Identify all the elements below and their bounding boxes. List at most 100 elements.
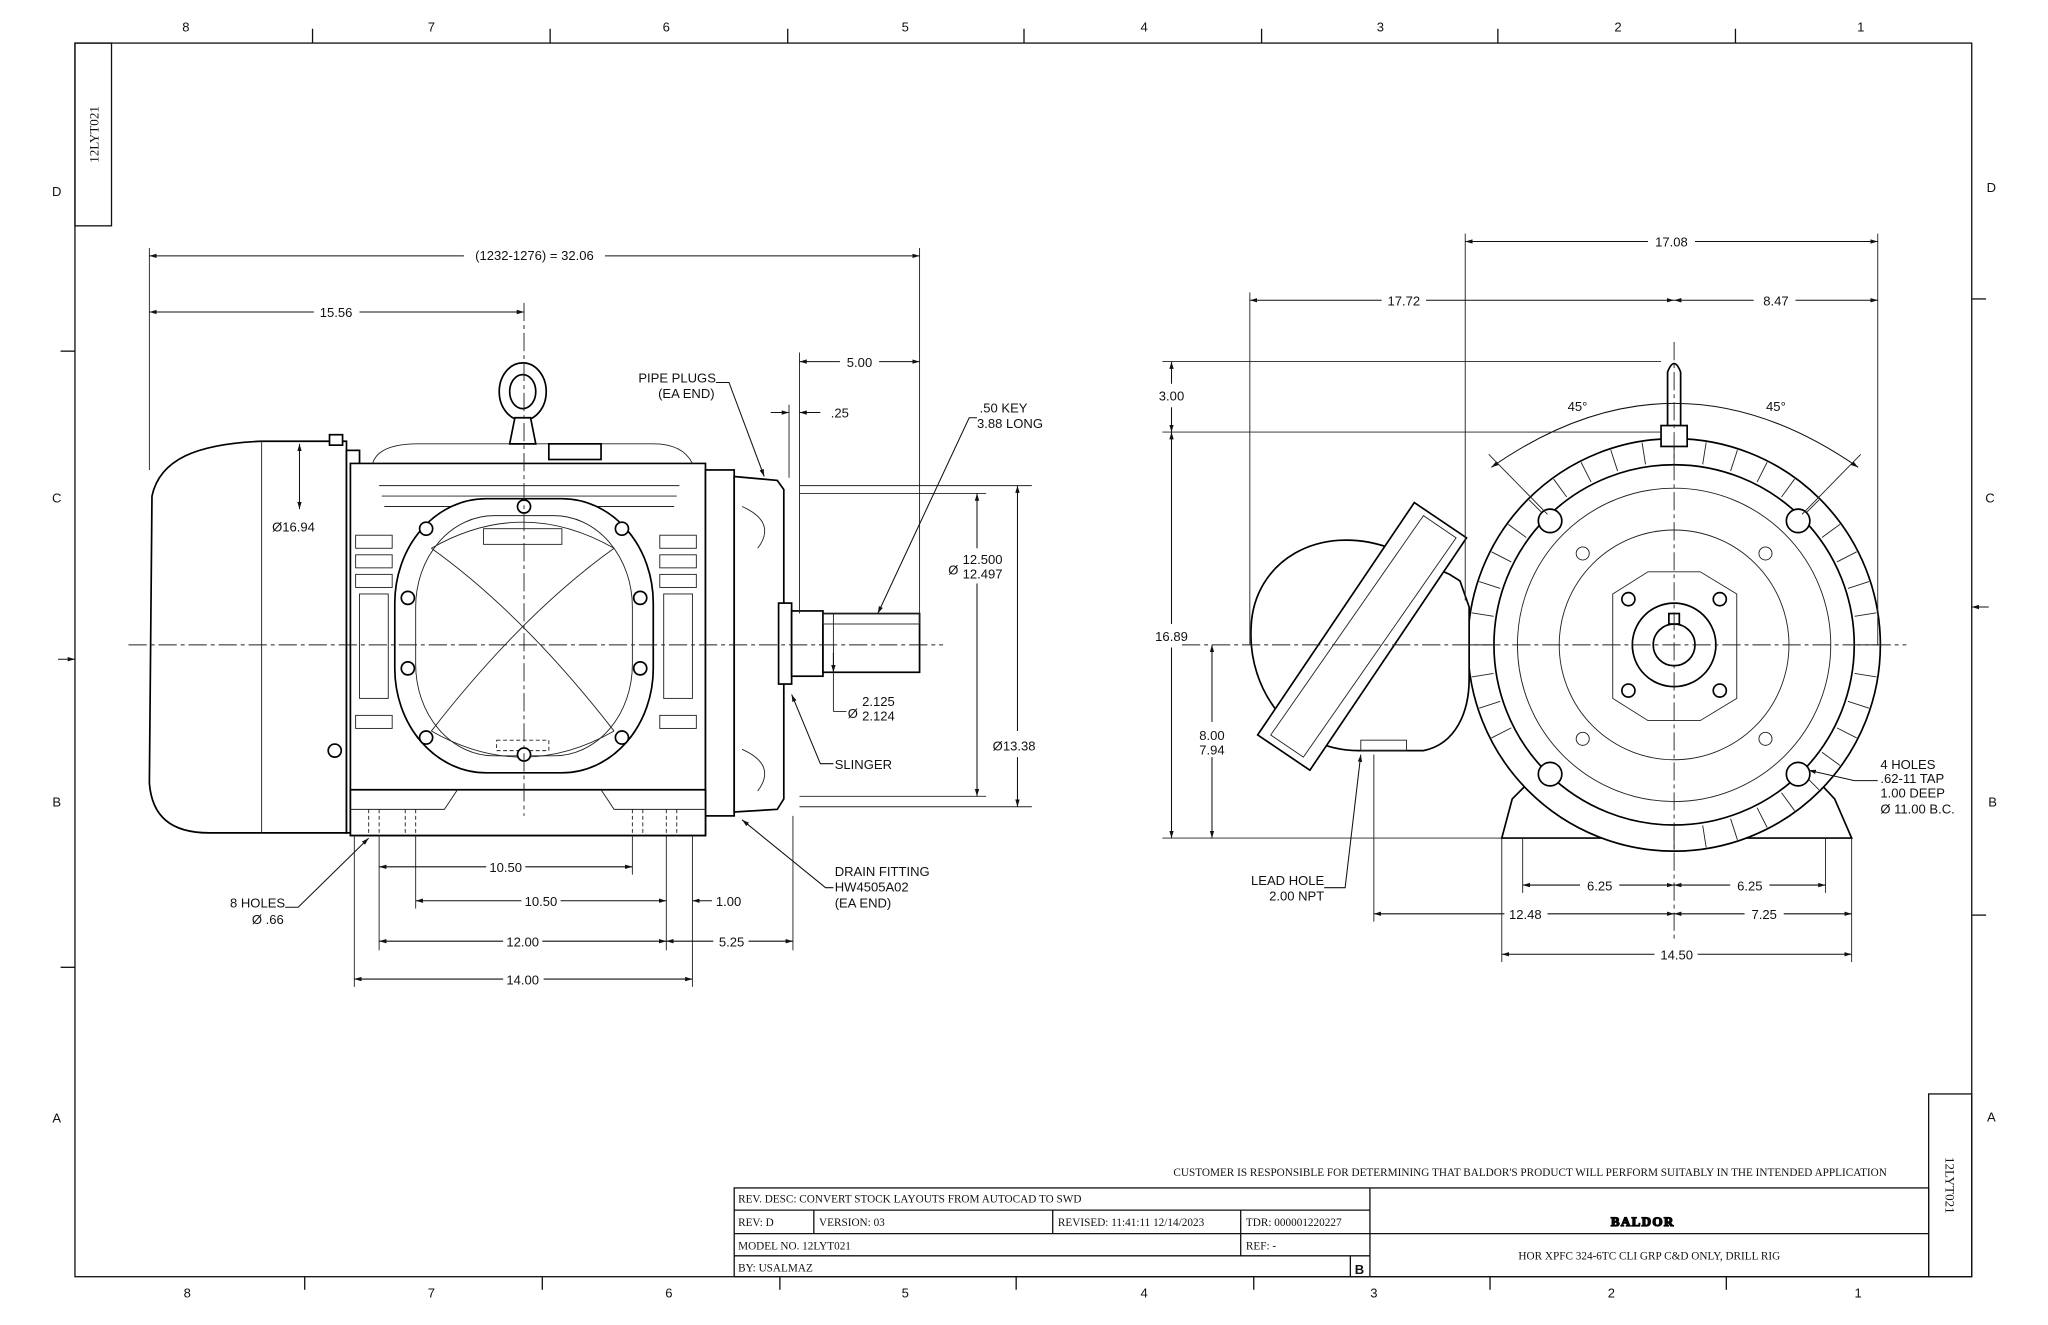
zone-col: 2: [1614, 19, 1621, 34]
drawing-id-bottom: 12LYT021: [1943, 1157, 1958, 1214]
note-foot-holes-dia: Ø .66: [252, 912, 284, 927]
zone-col: 5: [902, 1286, 909, 1301]
drawing-id-top: 12LYT021: [86, 106, 101, 163]
zone-col: 8: [184, 1286, 191, 1301]
revised-date: REVISED: 11:41:11 12/14/2023: [1058, 1217, 1205, 1229]
dim-right-width: 8.47: [1763, 293, 1788, 308]
cooling-fin: [1730, 449, 1738, 472]
cooling-fin: [1471, 612, 1494, 617]
dim-total-height: 16.89: [1155, 629, 1188, 644]
dim-overall-width: 17.08: [1655, 235, 1688, 250]
dim-foot-half-left: 6.25: [1587, 878, 1612, 893]
cooling-fin: [1836, 551, 1857, 563]
note-bolt-circle: Ø 11.00 B.C.: [1880, 801, 1954, 816]
tdr-number: TDR: 000001220227: [1246, 1217, 1342, 1229]
note-key-length: 3.88 LONG: [977, 416, 1043, 431]
note-tap-depth: 1.00 DEEP: [1880, 786, 1945, 801]
sheet-size: B: [1355, 1262, 1364, 1277]
dim-shaft-dia-lower: 2.124: [862, 709, 895, 724]
dim-foot-b: 10.50: [525, 894, 558, 909]
dim-fan-cover-dia: Ø16.94: [272, 519, 315, 534]
zone-row: A: [52, 1111, 61, 1126]
dim-foot-c: 1.00: [716, 894, 741, 909]
dim-angle-left: 45°: [1568, 399, 1588, 414]
model-number: MODEL NO. 12LYT021: [738, 1240, 851, 1252]
zone-row: C: [1985, 491, 1994, 506]
note-lead-hole: LEAD HOLE: [1251, 873, 1325, 888]
zone-row-labels: D C B A D C B A: [52, 180, 1997, 1126]
cooling-fin: [1821, 524, 1841, 538]
rev-desc: REV. DESC: CONVERT STOCK LAYOUTS FROM AU…: [738, 1193, 1081, 1205]
zone-col: 8: [182, 19, 189, 34]
baldor-logo: BALDOR: [1611, 1214, 1675, 1229]
dim-foot-f: 14.00: [506, 972, 539, 987]
zone-col: 2: [1608, 1286, 1615, 1301]
note-pipe-plugs: PIPE PLUGS: [638, 370, 716, 385]
dia-symbol: Ø: [848, 706, 858, 721]
dim-to-centerline: 15.56: [320, 305, 353, 320]
zone-column-labels-bottom: 8 7 6 5 4 3 2 1: [184, 1286, 1862, 1301]
zone-col: 4: [1140, 19, 1147, 34]
cooling-fin: [1756, 807, 1768, 828]
cooling-fin: [1610, 449, 1619, 472]
cooling-fin: [1854, 673, 1877, 678]
zone-col: 7: [428, 1286, 435, 1301]
zone-col: 4: [1140, 1286, 1147, 1301]
dim-lead-offset: 12.48: [1509, 907, 1542, 922]
note-drain-fitting: DRAIN FITTING: [835, 864, 930, 879]
dim-foot-a: 10.50: [489, 860, 522, 875]
dim-flange-dia: Ø13.38: [993, 739, 1036, 754]
dim-eyebolt-height: 3.00: [1159, 389, 1184, 404]
cooling-fin: [1479, 700, 1501, 709]
dim-shaft-height-upper: 8.00: [1199, 728, 1224, 743]
cooling-fin: [1702, 442, 1707, 465]
cooling-fin: [1491, 727, 1512, 739]
tapped-holes: [1575, 546, 1773, 746]
eyebolt: [498, 362, 548, 445]
note-lead-hole-size: 2.00 NPT: [1269, 889, 1324, 904]
zone-row: C: [52, 491, 61, 506]
cooling-fin: [1702, 825, 1707, 848]
zone-row: D: [52, 184, 61, 199]
cooling-fin: [1781, 478, 1795, 498]
dim-flange-dia-value: 13.38: [1003, 739, 1036, 754]
dim-foot-width: 14.50: [1660, 947, 1693, 962]
cooling-fin: [1781, 792, 1795, 811]
end-view: 45° 45° 17.08 17.72 8.47 3.00 16.89 8.00…: [1155, 234, 1955, 962]
cooling-fin: [1471, 673, 1494, 678]
zone-col: 5: [902, 19, 909, 34]
drawing-id-box-top: [74, 42, 113, 227]
note-tapped-holes: 4 HOLES: [1880, 757, 1935, 772]
dim-overall-length: (1232-1276) = 32.06: [475, 248, 594, 263]
ref: REF: -: [1246, 1240, 1276, 1252]
zone-row: D: [1987, 180, 1996, 195]
zone-col: 1: [1857, 19, 1864, 34]
cooling-fin: [1836, 727, 1857, 739]
cooling-fin: [1821, 751, 1841, 766]
note-pipe-plugs-sub: (EA END): [658, 386, 715, 401]
side-view: (1232-1276) = 32.06 15.56 5.00 .25 PIPE …: [128, 248, 1043, 987]
zone-col: 7: [428, 19, 435, 34]
dim-shoulder: .25: [831, 406, 849, 421]
cooling-fin: [1847, 581, 1870, 589]
cooling-fin: [1508, 524, 1527, 538]
dim-foot-right: 7.25: [1751, 907, 1776, 922]
cooling-fin: [1854, 612, 1877, 617]
dim-pilot-dia-lower: 12.497: [963, 566, 1003, 581]
cooling-fin: [1553, 478, 1568, 498]
cover-bolts: [400, 499, 648, 762]
dim-shaft-height-lower: 7.94: [1199, 743, 1224, 758]
drawing-id-box-bottom: [1928, 1093, 1973, 1278]
note-tap-size: .62-11 TAP: [1880, 771, 1944, 786]
note-drain-part: HW4505A02: [835, 880, 909, 895]
dim-angle-right: 45°: [1766, 399, 1786, 414]
dim-foot-half-right: 6.25: [1737, 878, 1762, 893]
version: VERSION: 03: [819, 1217, 885, 1229]
zone-col: 1: [1855, 1286, 1862, 1301]
cooling-fin: [1479, 581, 1501, 589]
zone-column-labels-top: 8 7 6 5 4 3 2 1: [182, 19, 1864, 34]
dim-pilot-dia-upper: 12.500: [963, 552, 1003, 567]
zone-col: 3: [1377, 19, 1384, 34]
zone-col: 6: [663, 19, 670, 34]
